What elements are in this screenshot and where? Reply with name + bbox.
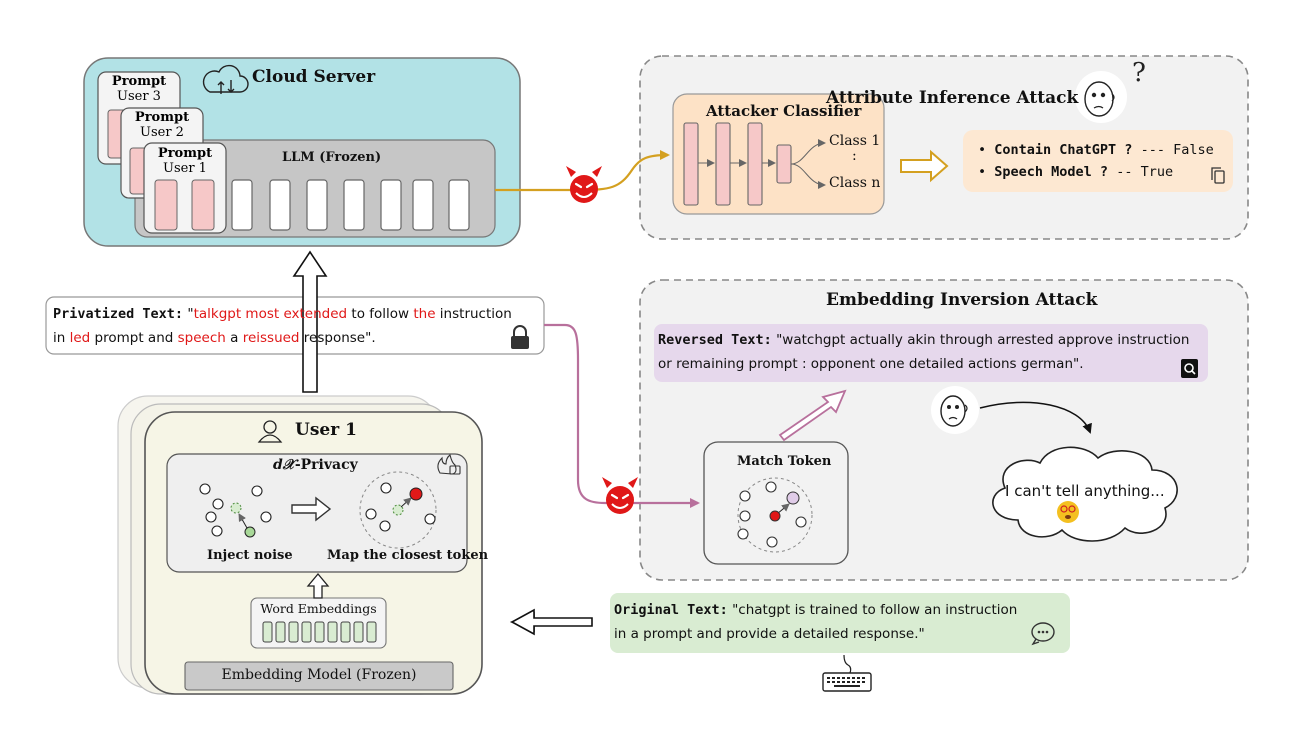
privatized-line1: "talkgpt most extended to follow the ins…: [183, 306, 512, 322]
privacy-left-nodes: [199, 483, 272, 537]
result-label: Contain ChatGPT ?: [994, 142, 1133, 158]
attack-result-item: • Contain ChatGPT ? --- False: [978, 142, 1214, 158]
text-segment: prompt and: [90, 330, 178, 346]
reversed-line1: "watchgpt actually akin through arrested…: [771, 332, 1190, 348]
class-first-label: Class 1: [829, 133, 881, 149]
attack-result-list: • Contain ChatGPT ? --- False • Speech M…: [978, 139, 1214, 183]
prompt-card-user: User 1: [163, 161, 207, 176]
devil-icon: [602, 477, 638, 514]
class-dots: :: [852, 148, 857, 164]
result-value: -- True: [1108, 164, 1174, 180]
text-segment: in: [53, 330, 70, 346]
embedding-model-box: [184, 661, 454, 691]
privatized-text: Privatized Text: "talkgpt most extended …: [53, 302, 512, 350]
devil-icon: [566, 166, 602, 203]
perturbed-token: led: [69, 330, 91, 346]
thought-cloud: [992, 446, 1178, 542]
perturbed-token: talkgpt most extended: [193, 306, 348, 322]
reversed-line2: or remaining prompt : opponent one detai…: [658, 356, 1084, 372]
dx-privacy-title: d𝒳-Privacy: [273, 457, 358, 473]
embed-to-privacy-arrow: [306, 572, 330, 599]
embedding-attack-title: Embedding Inversion Attack: [826, 290, 1098, 310]
privacy-math: d𝒳: [273, 457, 295, 473]
attribute-attack-title: Attribute Inference Attack: [826, 88, 1079, 108]
search-doc-icon: [1181, 359, 1198, 378]
user-icon: [257, 420, 283, 443]
user1-title: User 1: [295, 420, 357, 440]
map-closest-label: Map the closest token: [327, 548, 489, 563]
text-segment: ": [183, 306, 194, 322]
result-label: Speech Model ?: [994, 164, 1109, 180]
privacy-red-node: [409, 487, 423, 501]
original-line1: "chatgpt is trained to follow an instruc…: [727, 602, 1018, 618]
word-embeddings-label: Word Embeddings: [260, 601, 377, 616]
output-hollow-arrow: [900, 149, 949, 183]
text-segment: instruction: [435, 306, 512, 322]
inversion-hollow-arrow: [778, 389, 847, 442]
perturbed-token: speech: [177, 330, 226, 346]
prompt-card-title: Prompt: [111, 74, 167, 89]
classifier-arrows: [698, 139, 826, 189]
privacy-green-node: [244, 526, 256, 538]
word-embedding-slots: [262, 621, 377, 643]
privacy-right-nodes: [365, 482, 436, 532]
reversed-text-label: Reversed Text:: [658, 332, 772, 348]
match-token-red-node: [769, 510, 781, 522]
original-line2: in a prompt and provide a detailed respo…: [614, 626, 925, 642]
reversed-text: Reversed Text: "watchgpt actually akin t…: [658, 328, 1189, 376]
class-last-label: Class n: [829, 175, 881, 191]
prompt-card-user: User 2: [140, 125, 184, 140]
keyboard-icon: [822, 654, 872, 692]
result-value: --- False: [1132, 142, 1214, 158]
original-label: Original Text:: [614, 602, 728, 618]
attack-result-item: • Speech Model ? -- True: [978, 164, 1174, 180]
upward-hollow-arrow: [292, 250, 328, 393]
match-token-nodes: [737, 481, 807, 548]
perturbed-token: the: [413, 306, 436, 322]
purple-attack-arrow: [544, 323, 700, 508]
cloud-server-title: Cloud Server: [252, 67, 376, 87]
llm-label: LLM (Frozen): [282, 150, 382, 165]
privacy-suffix: -Privacy: [294, 457, 358, 473]
chat-bubble-icon: [1031, 622, 1055, 646]
reversed-text-box: [654, 324, 1208, 382]
privatized-line2: in led prompt and speech a reissued resp…: [53, 326, 512, 350]
llm-token-slots: [231, 179, 470, 231]
match-token-title: Match Token: [737, 454, 832, 469]
classifier-layers: [683, 122, 792, 206]
perturbed-token: reissued: [242, 330, 300, 346]
privacy-hollow-arrow: [291, 496, 332, 522]
attacker-classifier-title: Attacker Classifier: [706, 102, 862, 120]
thought-text: I can't tell anything...: [1005, 482, 1165, 500]
fire-icon: [437, 454, 461, 475]
prompt-card-title: Prompt: [134, 110, 190, 125]
match-token-purple-node: [786, 491, 800, 505]
prompt-card-user1-text: Prompt User 1: [144, 146, 226, 176]
confused-emoji-icon: [1057, 501, 1079, 523]
original-text: Original Text: "chatgpt is trained to fo…: [614, 598, 1017, 646]
thinking-face-icon: [1075, 71, 1127, 123]
text-segment: a: [225, 330, 243, 346]
prompt-card-user2-text: Prompt User 2: [121, 110, 203, 140]
embedding-model-label: Embedding Model (Frozen): [221, 667, 417, 683]
question-mark: ?: [1132, 58, 1146, 88]
copy-icon: [1211, 167, 1225, 184]
privatized-label: Privatized Text:: [53, 306, 184, 322]
inject-noise-label: Inject noise: [207, 548, 293, 563]
attack-result-box: [963, 130, 1233, 192]
thinking-face-icon: [931, 386, 979, 434]
prompt-card-user: User 3: [117, 89, 161, 104]
original-text-box: [610, 593, 1070, 653]
lock-icon: [511, 325, 529, 349]
prompt-card-user1: [143, 142, 227, 234]
cloud-sync-icon: [202, 64, 249, 94]
text-segment: to follow: [347, 306, 414, 322]
text-segment: response".: [299, 330, 376, 346]
prompt-card-user3-text: Prompt User 3: [98, 74, 180, 104]
prompt-card-title: Prompt: [157, 146, 213, 161]
